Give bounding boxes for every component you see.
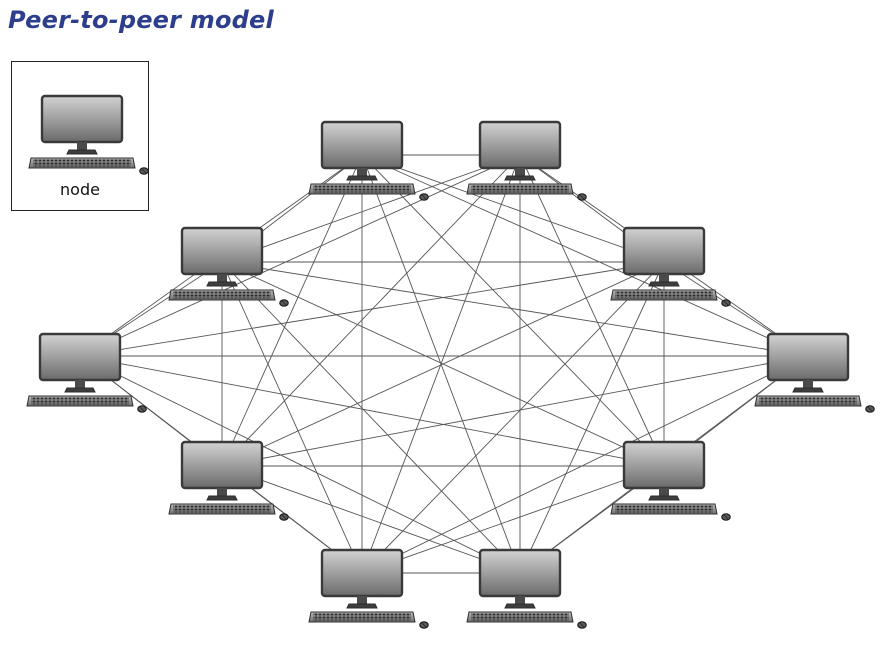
mesh-link [221, 261, 363, 574]
peer-node-computer-icon [609, 226, 732, 308]
mesh-link [221, 261, 809, 357]
mesh-link [361, 154, 665, 263]
peer-nodes [25, 120, 876, 630]
mesh-link [221, 261, 521, 574]
peer-node-computer-icon [167, 440, 290, 522]
mesh-link [79, 355, 521, 574]
mesh-link [519, 154, 665, 467]
legend-label: node [60, 180, 100, 199]
mesh-link [79, 154, 521, 357]
mesh-link [361, 465, 665, 574]
mesh-link [79, 355, 665, 467]
mesh-link [361, 261, 665, 574]
peer-node-computer-icon [465, 548, 588, 630]
mesh-link [221, 154, 521, 263]
peer-node-computer-icon [465, 120, 588, 202]
peer-node-computer-icon [753, 332, 876, 414]
mesh-link [221, 154, 363, 467]
peer-node-computer-icon [307, 548, 430, 630]
mesh-link [361, 154, 521, 574]
mesh-link [519, 261, 665, 574]
mesh-link [361, 154, 665, 467]
peer-node-computer-icon [307, 120, 430, 202]
mesh-link [361, 355, 809, 574]
page-title: Peer-to-peer model [8, 6, 274, 34]
legend-box: node [11, 61, 150, 211]
mesh-link [79, 261, 665, 357]
mesh-link [221, 355, 809, 467]
mesh-link [221, 154, 521, 467]
peer-node-computer-icon [25, 332, 148, 414]
mesh-link [361, 154, 809, 357]
mesh-link [221, 261, 665, 467]
peer-node-computer-icon [167, 226, 290, 308]
mesh-link [221, 465, 521, 574]
peer-node-computer-icon [609, 440, 732, 522]
